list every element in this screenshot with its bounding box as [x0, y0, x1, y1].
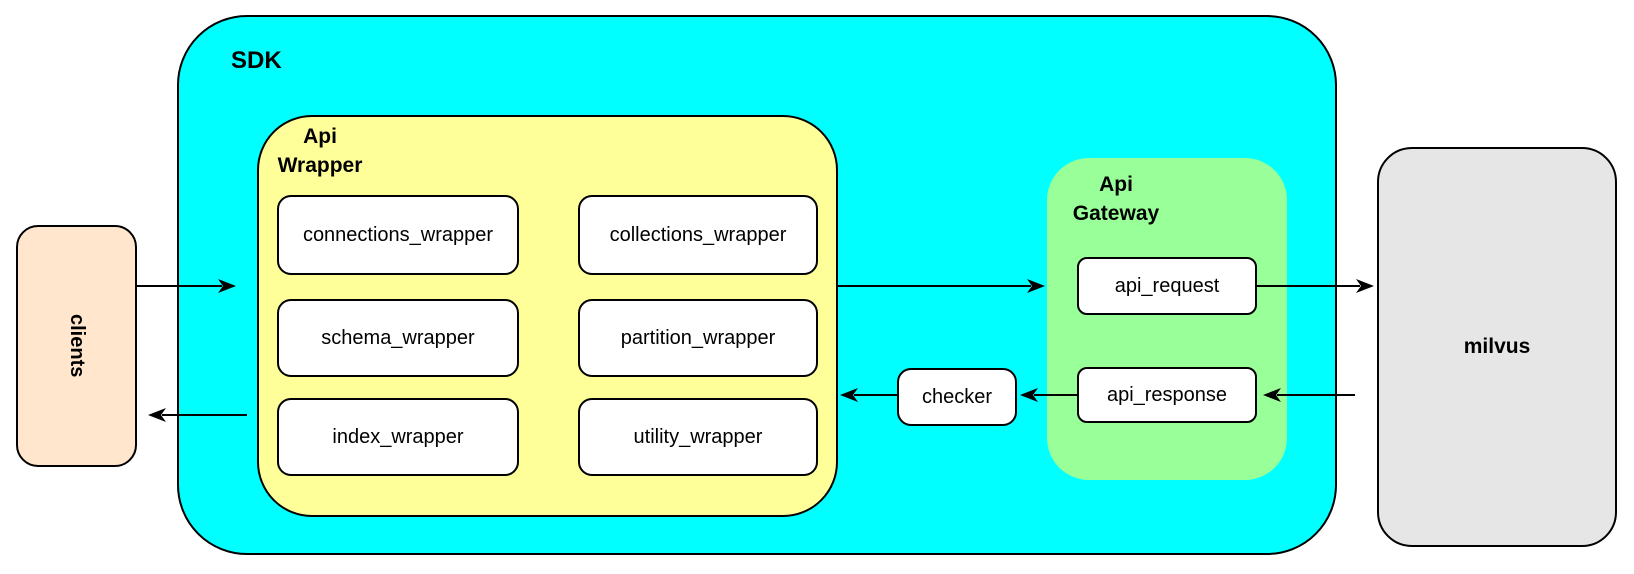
node-milvus-label: milvus: [1463, 335, 1531, 358]
node-clients-label: clients: [66, 314, 88, 378]
node-api-gateway: Api Gateway: [1047, 158, 1287, 480]
node-collections-wrapper-label: collections_wrapper: [609, 223, 787, 246]
node-index-wrapper-label: index_wrapper: [332, 425, 464, 448]
node-api-response-label: api_response: [1106, 383, 1228, 406]
node-partition-wrapper: partition_wrapper: [578, 299, 818, 377]
node-collections-wrapper: collections_wrapper: [578, 195, 818, 275]
node-checker-label: checker: [921, 385, 993, 408]
node-index-wrapper: index_wrapper: [277, 398, 519, 476]
node-api-response: api_response: [1077, 367, 1257, 423]
node-partition-wrapper-label: partition_wrapper: [620, 326, 776, 349]
node-api-wrapper-label: Api Wrapper: [277, 125, 363, 177]
node-api-request-label: api_request: [1114, 274, 1220, 297]
node-schema-wrapper-label: schema_wrapper: [321, 326, 475, 349]
node-api-request: api_request: [1077, 257, 1257, 315]
node-connections-wrapper: connections_wrapper: [277, 195, 519, 275]
node-connections-wrapper-label: connections_wrapper: [302, 223, 494, 246]
node-checker: checker: [897, 368, 1017, 426]
node-milvus: milvus: [1377, 147, 1617, 547]
node-api-gateway-label: Api Gateway: [1072, 173, 1160, 225]
node-utility-wrapper: utility_wrapper: [578, 398, 818, 476]
node-schema-wrapper: schema_wrapper: [277, 299, 519, 377]
node-clients: clients: [16, 225, 137, 467]
node-sdk-label: SDK: [231, 47, 282, 74]
node-utility-wrapper-label: utility_wrapper: [633, 425, 763, 448]
